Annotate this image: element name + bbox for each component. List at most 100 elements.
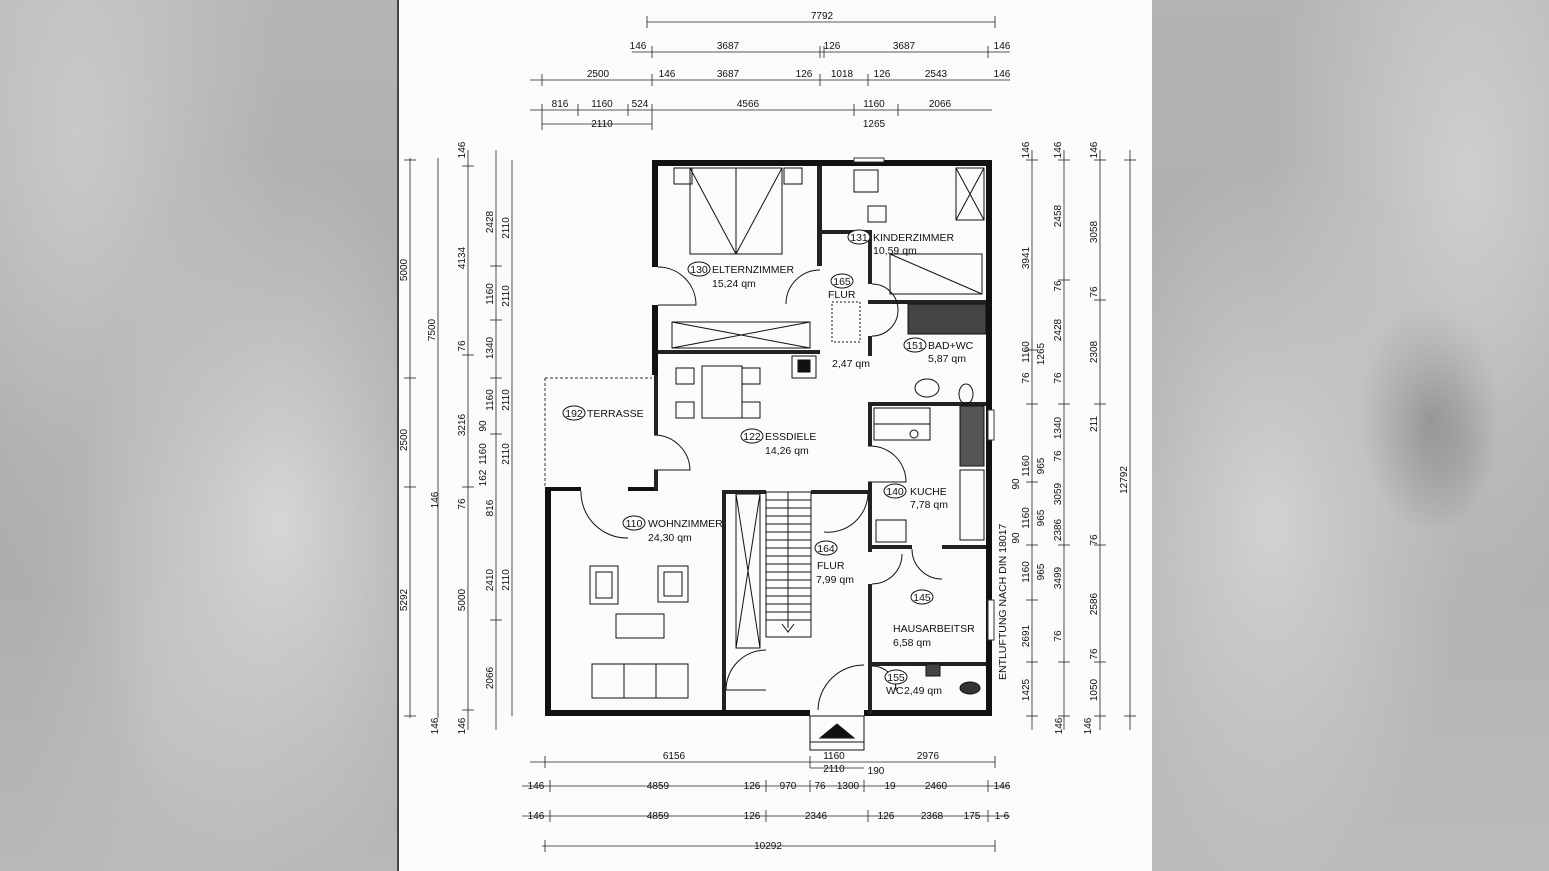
dim-left-c3-3: 3216 bbox=[457, 413, 468, 436]
furniture-kitchen bbox=[873, 405, 985, 543]
dim-top-r3-1: 146 bbox=[659, 69, 676, 80]
dim-top-r3-2: 3687 bbox=[717, 69, 740, 80]
furniture-living bbox=[589, 493, 761, 699]
room-number-flur: 164 bbox=[817, 543, 835, 555]
furniture-wc-utility bbox=[831, 301, 981, 695]
dim-bottom-r3-2: 126 bbox=[744, 811, 761, 822]
dim-left-c4-1: 1160 bbox=[485, 283, 496, 305]
dim-top-r3-0: 2500 bbox=[587, 69, 610, 80]
dim-right-c1-7: 90 bbox=[1011, 478, 1022, 490]
dim-left-c1-0: 5000 bbox=[399, 258, 410, 281]
dim-bottom-r2-5: 1300 bbox=[837, 781, 860, 792]
dim-right-c1-9: 965 bbox=[1036, 509, 1047, 526]
dim-left-c4-3: 1160 bbox=[485, 389, 496, 411]
dimensions-left: 5000 2500 5292 7500 146 4134 76 3216 162… bbox=[399, 141, 512, 734]
dim-right-c1-5: 1160 bbox=[1021, 455, 1032, 477]
dim-top-r2-2: 126 bbox=[824, 41, 841, 52]
dim-right-c1-13: 2691 bbox=[1021, 624, 1032, 647]
dim-bottom-r3-1: 4859 bbox=[647, 811, 670, 822]
terrace-outline bbox=[544, 377, 652, 487]
room-area-hausarbeit: 6,58 qm bbox=[893, 637, 931, 649]
dim-left-c3-2: 76 bbox=[457, 340, 468, 352]
dim-right-c1-14: 1425 bbox=[1021, 678, 1032, 701]
dim-bottom-r2-1: 4859 bbox=[647, 781, 670, 792]
dim-left-c3-6: 5000 bbox=[457, 588, 468, 611]
room-number-kuche: 140 bbox=[886, 486, 904, 498]
dim-right-c3-7: 2586 bbox=[1089, 592, 1100, 615]
dim-top-r3-4: 1018 bbox=[831, 69, 854, 80]
dim-bottom-r2-3: 970 bbox=[780, 781, 797, 792]
dim-right-c2-5: 76 bbox=[1053, 450, 1064, 462]
dim-top-r3-3: 126 bbox=[796, 69, 813, 80]
room-area-kuche: 7,78 qm bbox=[910, 499, 948, 511]
room-area-wc: 2,49 qm bbox=[904, 685, 942, 697]
doors bbox=[580, 266, 943, 711]
entrance-step bbox=[809, 715, 865, 751]
dim-right-c3-1: 3058 bbox=[1089, 220, 1100, 243]
staircase bbox=[765, 491, 812, 638]
dim-left-c4-10: 146 bbox=[457, 717, 468, 734]
dimension-ticks bbox=[404, 16, 1136, 852]
dim-right-c2-7: 3499 bbox=[1053, 566, 1064, 589]
dim-right-c2-9: 146 bbox=[1083, 717, 1094, 734]
dim-bottom-r2-2: 126 bbox=[744, 781, 761, 792]
dim-top-r4-0: 816 bbox=[552, 99, 569, 110]
dim-bottom-r2-7: 2460 bbox=[925, 781, 948, 792]
dim-left-c3-4: 162 bbox=[478, 469, 489, 486]
furniture-kids-room bbox=[853, 167, 985, 295]
dim-right-c2-8: 76 bbox=[1053, 630, 1064, 642]
dim-top-r3-7: 146 bbox=[994, 69, 1011, 80]
dim-bottom-total: 10292 bbox=[754, 841, 782, 852]
room-number-wc: 155 bbox=[887, 672, 905, 684]
dim-bottom-r2-0: 146 bbox=[528, 781, 545, 792]
dim-entry-2: 190 bbox=[868, 766, 885, 777]
dim-left-c4-9: 2066 bbox=[485, 666, 496, 689]
dim-top-r4-5: 2066 bbox=[929, 99, 952, 110]
dim-right-c3-4: 2386 bbox=[1053, 518, 1064, 541]
dim-left-c4-8: 2410 bbox=[485, 568, 496, 591]
dim-right-c1-12: 965 bbox=[1036, 563, 1047, 580]
dim-bottom-r2-4: 76 bbox=[814, 781, 826, 792]
room-name-kuche: KUCHE bbox=[910, 486, 947, 498]
dim-right-total: 12792 bbox=[1119, 466, 1130, 494]
dim-right-c2-2: 2428 bbox=[1053, 318, 1064, 341]
dim-left-c3-0: 146 bbox=[457, 141, 468, 158]
dim-top-r2-0: 146 bbox=[630, 41, 647, 52]
dim-top-r4b-0: 2110 bbox=[591, 119, 613, 130]
dim-right-c3-8: 76 bbox=[1089, 648, 1100, 660]
dim-left-c3-5: 146 bbox=[430, 491, 441, 508]
dim-right-c2-0: 2458 bbox=[1053, 204, 1064, 227]
dim-right-c1-4: 76 bbox=[1021, 372, 1032, 384]
dim-bottom-r3-5: 2368 bbox=[921, 811, 944, 822]
dim-top-r2-3: 3687 bbox=[893, 41, 916, 52]
dim-entry-1: 2110 bbox=[823, 764, 845, 775]
dim-right-c3-2: 76 bbox=[1089, 286, 1100, 298]
dim-left-c5-0: 2110 bbox=[501, 285, 512, 307]
dimension-lines bbox=[409, 21, 1131, 847]
dim-bottom-r3-4: 126 bbox=[878, 811, 895, 822]
room-area-flur: 7,99 qm bbox=[816, 574, 854, 586]
dim-left-c4-5: 1160 bbox=[478, 443, 489, 465]
dim-left-c5-3: 2110 bbox=[501, 569, 512, 591]
dim-bottom-r2-6: 19 bbox=[884, 781, 896, 792]
room-name-bad: BAD+WC bbox=[928, 340, 974, 352]
dim-top-total: 7792 bbox=[811, 11, 834, 22]
room-area-wohn: 24,30 qm bbox=[648, 532, 692, 544]
dim-right-c1-8: 1160 bbox=[1021, 507, 1032, 529]
dim-left-c2-0: 7500 bbox=[427, 318, 438, 341]
dim-left-c1-2: 5292 bbox=[399, 588, 410, 611]
dim-bottom-r1-0: 6156 bbox=[663, 751, 686, 762]
room-number-wohn: 110 bbox=[626, 518, 643, 530]
dim-right-c1-0: 146 bbox=[1021, 141, 1032, 158]
room-number-hausarbeit: 145 bbox=[913, 592, 931, 604]
dim-bottom-r3-3: 2346 bbox=[805, 811, 828, 822]
dim-right-c1-15: 146 bbox=[1054, 717, 1065, 734]
dim-right-c1-1: 3941 bbox=[1021, 246, 1032, 269]
dim-right-c2-3: 76 bbox=[1053, 372, 1064, 384]
dim-entry-0: 1160 bbox=[823, 751, 845, 762]
dimensions-top: 7792 146 3687 126 3687 146 2500 146 3687… bbox=[552, 11, 1011, 130]
dim-top-r2-4: 146 bbox=[994, 41, 1011, 52]
dim-right-c1-2: 1160 bbox=[1021, 341, 1032, 363]
interior-walls bbox=[654, 166, 986, 714]
dim-left-c5-2: 2110 bbox=[501, 443, 512, 465]
